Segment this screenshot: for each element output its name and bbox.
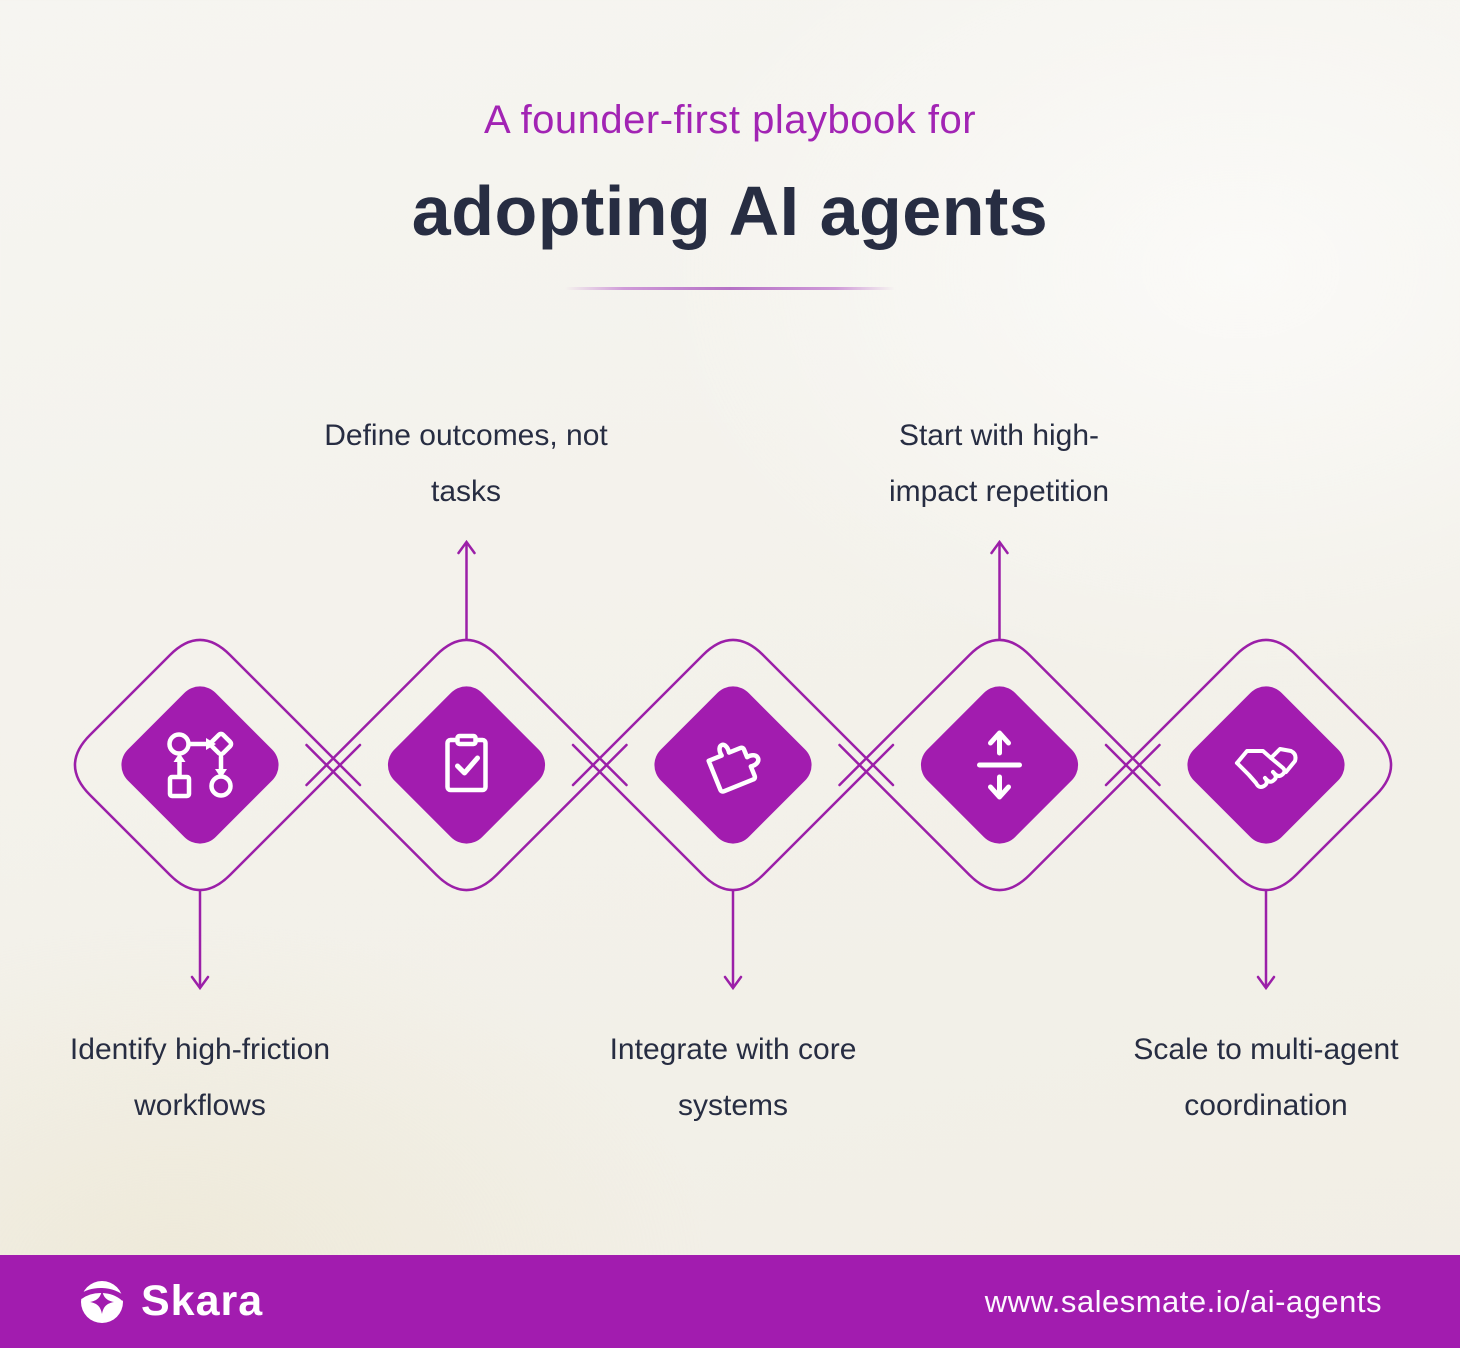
diamond-outline bbox=[838, 743, 1161, 892]
step-label-line: impact repetition bbox=[888, 475, 1110, 508]
step-label: Define outcomes, not tasks bbox=[256, 408, 676, 520]
title-divider bbox=[565, 287, 895, 290]
connector-arrow-up bbox=[457, 539, 476, 641]
connector-arrow-down bbox=[723, 889, 743, 991]
step-diamond bbox=[838, 539, 1161, 892]
step-label: Integrate with core systems bbox=[523, 1022, 943, 1134]
diamond-fill bbox=[121, 686, 279, 844]
step-label: Scale to multi-agent coordination bbox=[1066, 1022, 1460, 1134]
step-label: Start with high- impact repetition bbox=[799, 408, 1199, 520]
step-label-line: systems bbox=[677, 1089, 788, 1122]
step-diamond bbox=[305, 539, 628, 892]
footer-bar: Skara www.salesmate.io/ai-agents bbox=[0, 1255, 1460, 1348]
brand-logo: Skara bbox=[78, 1277, 263, 1326]
diamond-outline bbox=[571, 638, 895, 787]
vertical-arrows-icon bbox=[977, 730, 1022, 800]
diamond-fill bbox=[1187, 686, 1345, 844]
kicker-text: A founder-first playbook for bbox=[483, 98, 977, 142]
puzzle-icon bbox=[706, 742, 761, 794]
workflow-icon bbox=[167, 731, 234, 799]
connector-arrow-up bbox=[990, 539, 1009, 641]
connector-arrow-down bbox=[190, 889, 210, 991]
header: A founder-first playbook for adopting AI… bbox=[0, 0, 1460, 290]
steps-diagram bbox=[73, 539, 1393, 991]
handshake-icon bbox=[1235, 747, 1298, 789]
step-diamond bbox=[571, 638, 895, 991]
step-diamond bbox=[73, 638, 362, 991]
diamond-outline bbox=[305, 743, 628, 892]
diamond-fill bbox=[654, 686, 812, 844]
step-label-line: Scale to multi-agent bbox=[1133, 1033, 1399, 1066]
step-label-line: Start with high- bbox=[898, 419, 1100, 452]
step-label: Identify high-friction workflows bbox=[0, 1022, 410, 1134]
brand-name: Skara bbox=[141, 1277, 264, 1325]
clipboard-check-icon bbox=[445, 733, 488, 793]
step-label-line: workflows bbox=[134, 1089, 266, 1122]
step-label-line: Identify high-friction bbox=[69, 1033, 331, 1066]
step-label-line: Define outcomes, not bbox=[324, 419, 608, 452]
connector-arrow-down bbox=[1256, 889, 1276, 991]
page-title: adopting AI agents bbox=[411, 172, 1049, 250]
skara-sparkle-logo-icon bbox=[78, 1280, 126, 1323]
diamond-outline bbox=[1104, 638, 1393, 892]
step-label-line: coordination bbox=[1184, 1089, 1348, 1122]
step-diamond bbox=[1104, 638, 1393, 991]
step-label-line: Integrate with core bbox=[609, 1033, 857, 1066]
diamond-outline bbox=[73, 638, 362, 892]
footer-url: www.salesmate.io/ai-agents bbox=[984, 1283, 1382, 1319]
diamond-fill bbox=[387, 686, 546, 844]
step-label-line: tasks bbox=[430, 475, 502, 508]
